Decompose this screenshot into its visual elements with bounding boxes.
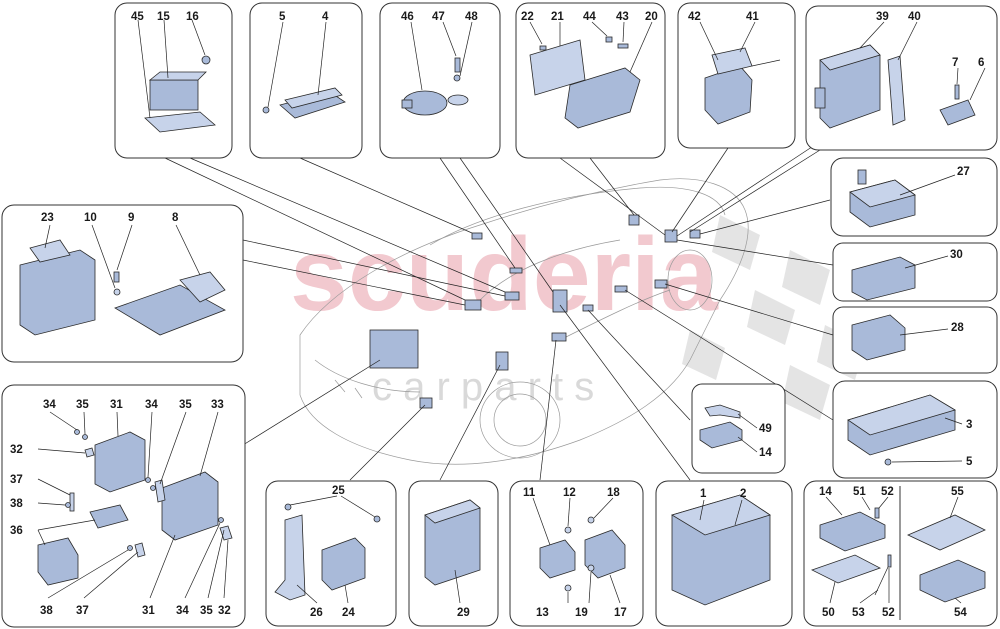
callout-41: 41 xyxy=(746,11,759,23)
callout-52a: 52 xyxy=(881,486,894,498)
callout-54: 54 xyxy=(954,607,967,619)
callout-6: 6 xyxy=(978,57,984,69)
callout-box-14: 25 26 24 xyxy=(265,480,397,627)
callout-35a: 35 xyxy=(76,399,89,411)
callout-33: 33 xyxy=(211,399,224,411)
callout-box-8: 23 10 9 8 xyxy=(1,204,244,363)
callout-34b: 34 xyxy=(145,399,158,411)
callout-8: 8 xyxy=(172,212,179,224)
callout-box-11: 3 5 xyxy=(832,380,998,479)
callout-52b: 52 xyxy=(882,607,895,619)
callout-32b: 32 xyxy=(218,605,231,617)
callout-39: 39 xyxy=(876,11,889,23)
callout-box-5: 42 41 xyxy=(677,2,796,149)
callout-31a: 31 xyxy=(110,399,123,411)
callout-43: 43 xyxy=(616,11,629,23)
callout-45: 45 xyxy=(131,11,144,23)
callout-box-3: 46 47 48 xyxy=(379,2,501,159)
callout-28: 28 xyxy=(951,322,964,334)
callout-44: 44 xyxy=(583,11,596,23)
callout-box-17: 1 2 xyxy=(655,480,793,627)
callout-35b: 35 xyxy=(179,399,192,411)
callout-3: 3 xyxy=(966,419,972,431)
callout-53: 53 xyxy=(852,607,865,619)
callout-box-13: 34 35 31 34 35 33 32 37 38 36 38 37 31 3… xyxy=(1,384,246,628)
callout-24: 24 xyxy=(342,607,355,619)
callout-35c: 35 xyxy=(200,605,213,617)
callout-10: 10 xyxy=(84,212,97,224)
callout-47: 47 xyxy=(432,11,445,23)
brand-watermark: scuderia xyxy=(290,217,719,333)
callout-55: 55 xyxy=(951,486,964,498)
callout-38b: 38 xyxy=(40,605,53,617)
callout-box-15: 29 xyxy=(408,480,499,627)
brand-watermark-sub: c a r p a r t s xyxy=(372,365,594,409)
callout-11: 11 xyxy=(523,487,536,499)
callout-box-6: 39 40 7 6 xyxy=(805,5,998,151)
callout-37b: 37 xyxy=(76,605,89,617)
callout-box-10: 28 xyxy=(832,306,998,374)
callout-20: 20 xyxy=(645,11,658,23)
callout-21: 21 xyxy=(551,11,564,23)
callout-34a: 34 xyxy=(43,399,56,411)
callout-49: 49 xyxy=(759,423,772,435)
callout-box-12: 49 14 xyxy=(691,383,786,474)
callout-23: 23 xyxy=(41,212,54,224)
callout-30: 30 xyxy=(950,249,963,261)
callout-9: 9 xyxy=(128,212,134,224)
callout-40: 40 xyxy=(908,11,921,23)
callout-18: 18 xyxy=(607,487,620,499)
callout-25: 25 xyxy=(332,485,345,497)
callout-box-4: 22 21 44 43 20 xyxy=(515,2,666,159)
callout-box-16: 11 12 18 13 19 17 xyxy=(509,480,644,627)
callout-box-7: 27 xyxy=(830,157,998,237)
callout-38a: 38 xyxy=(10,498,23,510)
callout-31b: 31 xyxy=(142,605,155,617)
callout-50: 50 xyxy=(822,607,835,619)
callout-16: 16 xyxy=(186,11,199,23)
car-outline xyxy=(299,178,749,465)
callout-36: 36 xyxy=(10,525,23,537)
callout-27: 27 xyxy=(957,166,970,178)
callout-34c: 34 xyxy=(176,605,189,617)
callout-2: 2 xyxy=(740,488,746,500)
callout-22: 22 xyxy=(521,11,534,23)
callout-box-18: 14 51 52 55 50 53 52 54 xyxy=(803,480,998,627)
callout-box-9: 30 xyxy=(832,242,998,302)
callout-19: 19 xyxy=(575,607,588,619)
callout-1: 1 xyxy=(700,488,707,500)
callout-box-1: 45 15 16 xyxy=(114,2,233,159)
callout-51: 51 xyxy=(853,486,866,498)
callout-17: 17 xyxy=(614,607,627,619)
callout-5b: 5 xyxy=(966,456,973,468)
callout-box-2: 5 4 xyxy=(249,2,363,159)
callout-46: 46 xyxy=(401,11,414,23)
callout-4: 4 xyxy=(322,11,329,23)
callout-15: 15 xyxy=(157,11,170,23)
callout-37a: 37 xyxy=(10,474,23,486)
callout-12: 12 xyxy=(563,487,576,499)
callout-5: 5 xyxy=(279,11,286,23)
callout-42: 42 xyxy=(688,11,701,23)
installed-parts xyxy=(369,214,701,409)
callout-14: 14 xyxy=(759,447,772,459)
callout-48: 48 xyxy=(465,11,478,23)
callout-14b: 14 xyxy=(819,486,832,498)
callout-26: 26 xyxy=(310,607,323,619)
callout-7: 7 xyxy=(952,57,958,69)
callout-32a: 32 xyxy=(10,444,23,456)
callout-29: 29 xyxy=(457,607,470,619)
callout-13: 13 xyxy=(536,607,549,619)
leader-lines xyxy=(164,134,834,481)
